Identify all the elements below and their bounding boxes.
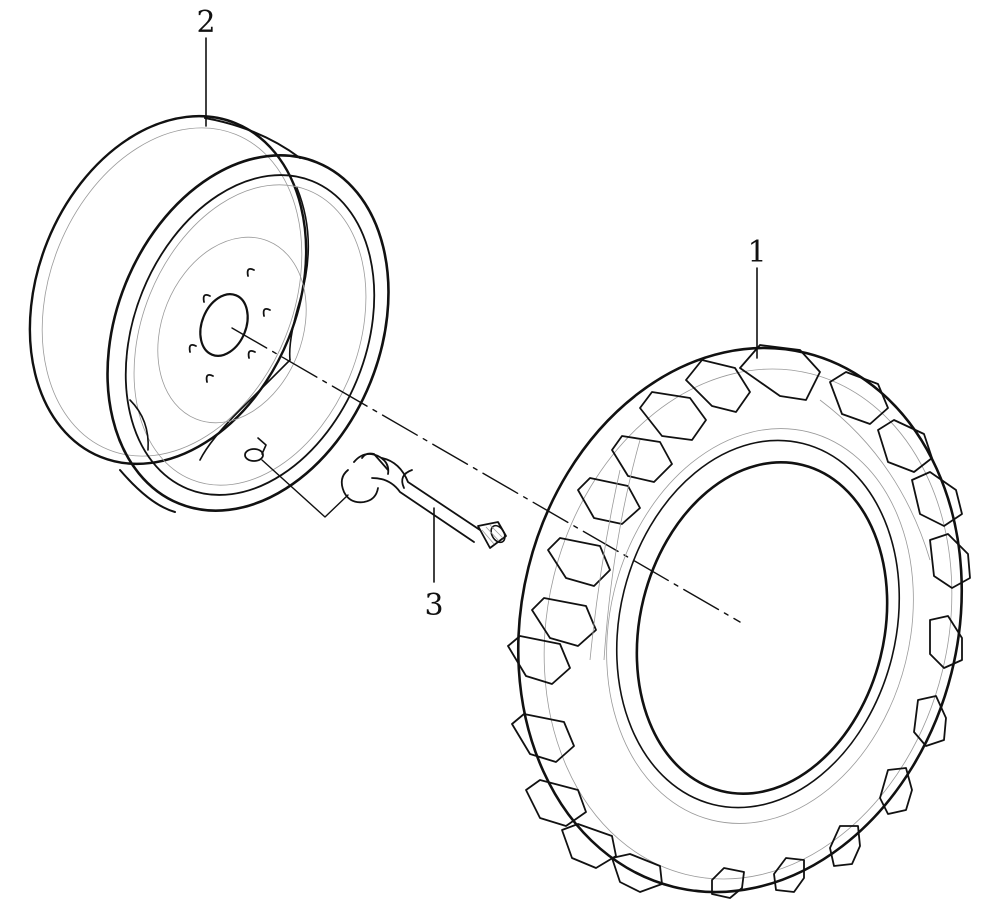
callout-number-1: 1 (747, 235, 766, 270)
callout-number-3: 3 (424, 588, 443, 623)
callout-1: 1 (747, 235, 767, 359)
valve-stem (261, 452, 507, 549)
tyre (507, 344, 971, 899)
tread-shading (589, 399, 931, 661)
stud-holes (188, 267, 271, 383)
valve-cap (477, 521, 507, 549)
callout-3: 3 (424, 507, 444, 623)
wheel-rim (28, 114, 390, 513)
tread-lugs (507, 344, 971, 899)
callout-2: 2 (196, 5, 216, 127)
assembly-axis (231, 327, 741, 623)
callout-number-2: 2 (196, 5, 215, 40)
